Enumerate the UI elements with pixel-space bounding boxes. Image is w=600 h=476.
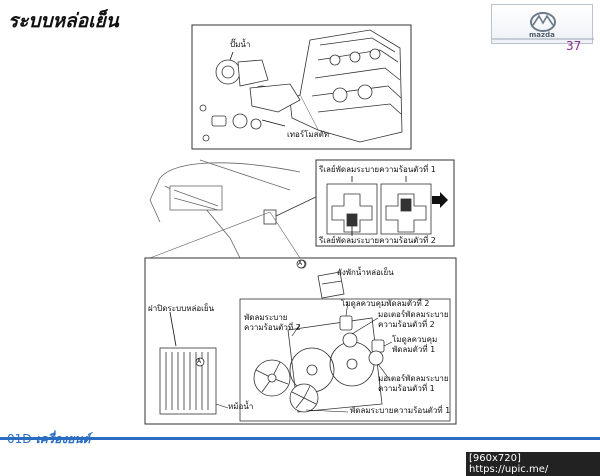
thermostat <box>199 104 286 142</box>
fan-2-label-line1: พัดลมระบาย <box>244 313 288 322</box>
thermostat-label: เทอร์โมสตัท <box>287 130 330 139</box>
radiator <box>159 311 217 415</box>
water-pump-label: ปั๊มน้ำ <box>230 40 251 49</box>
page-title: ระบบหล่อเย็น <box>8 10 119 32</box>
reservoir-label: ถังพักน้ำหล่อเย็น <box>337 268 394 277</box>
relay-2-label: รีเลย์พัดลมระบายความร้อนตัวที่ 2 <box>319 236 436 245</box>
fan-2 <box>253 359 291 397</box>
fan-module-1-label-line2: พัดลมตัวที่ 1 <box>392 345 436 354</box>
footer-divider <box>0 437 600 440</box>
water-pump <box>215 51 301 113</box>
fan-module-2-label: โมดูลควบคุมพัดลมตัวที่ 2 <box>341 299 430 308</box>
fan-motor-1-label-line1: มอเตอร์พัดลมระบาย <box>378 374 449 383</box>
callout-a-top-label: A <box>298 260 303 267</box>
fan-motor-1-label-line2: ความร้อนตัวที่ 1 <box>378 384 435 393</box>
arrow-right-icon <box>432 192 448 208</box>
relay-diagram <box>326 176 432 236</box>
radiator-cap-label: ฝาปิดระบบหล่อเย็น <box>148 304 215 313</box>
fan-motor-2-label-line2: ความร้อนตัวที่ 2 <box>378 320 435 329</box>
footer-prefix: 01D <box>7 432 32 446</box>
vehicle-outline <box>149 159 319 259</box>
mazda-logo-icon <box>492 12 594 40</box>
engine-block <box>289 29 403 143</box>
footer-title: เครื่องยนต์ <box>35 432 91 446</box>
label-leaders <box>215 300 393 413</box>
fan-motors <box>339 315 385 366</box>
callout-a-top <box>296 259 306 269</box>
page-number: 37 <box>566 39 582 53</box>
fan-1-label: พัดลมระบายความร้อนตัวที่ 1 <box>350 406 451 415</box>
callout-a-radiator-label: A <box>197 358 202 365</box>
footer-section: 01D เครื่องยนต์ <box>7 430 90 449</box>
fan-motor-2-label-line1: มอเตอร์พัดลมระบาย <box>378 310 449 319</box>
logo-box: mazda <box>491 4 594 44</box>
fan-module-1-label-line1: โมดูลควบคุม <box>392 335 438 344</box>
watermark: [960x720] https://upic.me/ <box>466 452 600 476</box>
callout-a-radiator <box>195 357 205 367</box>
logo-text: mazda <box>529 31 555 39</box>
relay-1-label: รีเลย์พัดลมระบายความร้อนตัวที่ 1 <box>319 165 436 174</box>
fan-1 <box>289 383 319 413</box>
radiator-label: หม้อน้ำ <box>228 402 254 411</box>
fan-2-label-line2: ความร้อนตัวที่ 2 <box>244 323 301 332</box>
